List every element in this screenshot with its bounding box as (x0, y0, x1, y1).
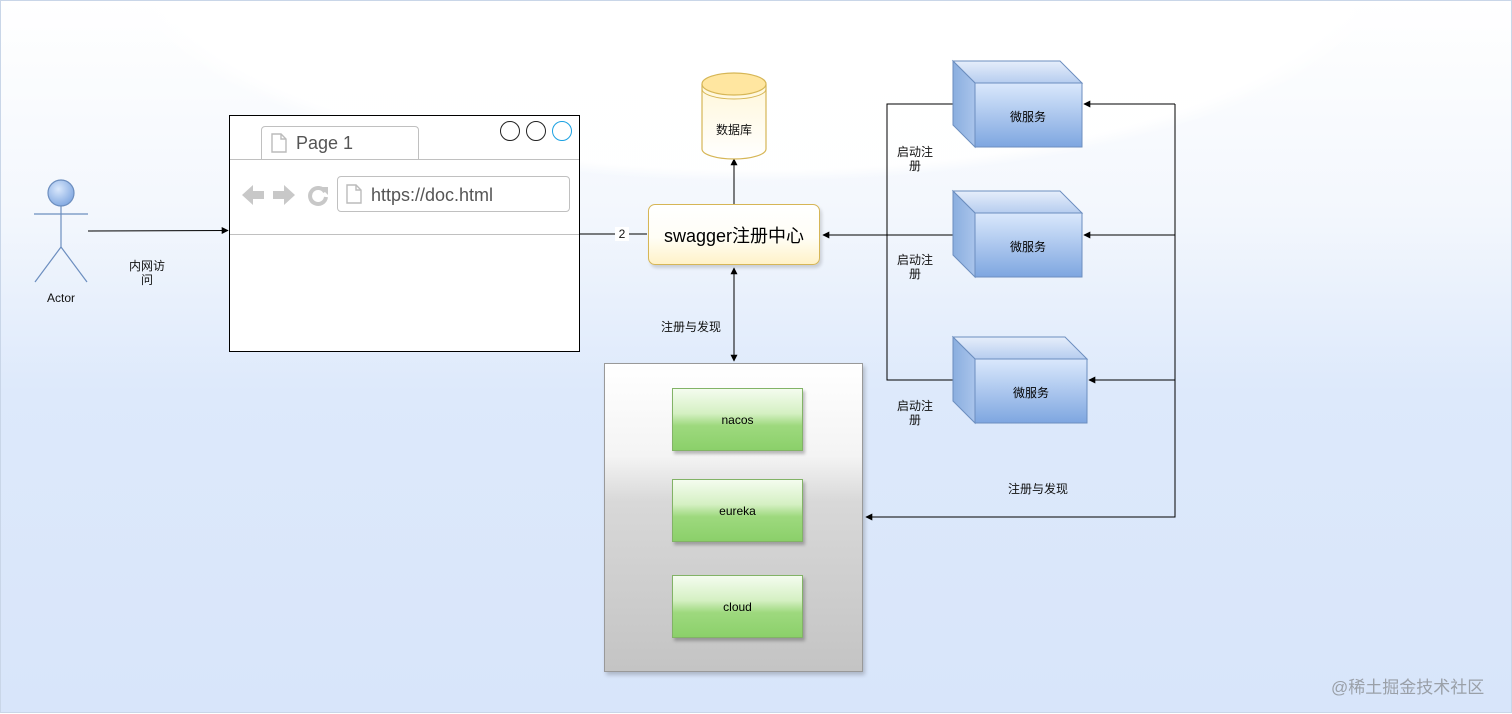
microservice-cube-3[interactable] (951, 335, 1089, 425)
database-cylinder[interactable] (701, 72, 767, 160)
browser-window[interactable]: Page 1 https://doc.html (229, 115, 580, 352)
browser-tab[interactable]: Page 1 (261, 126, 419, 160)
database-label: 数据库 (715, 123, 752, 137)
microservice-cube-2[interactable] (951, 189, 1084, 279)
registry-item-nacos[interactable]: nacos (672, 388, 803, 451)
registry-item-label: cloud (723, 599, 752, 614)
page-icon (271, 133, 287, 153)
address-bar-url: https://doc.html (371, 185, 494, 205)
edge-number-label: 2 (615, 227, 629, 241)
microservice-cube-1[interactable] (951, 59, 1084, 149)
startup-register-label-3: 启动注 册 (896, 399, 933, 427)
back-arrow-icon[interactable] (240, 182, 266, 208)
startup-register-label-1: 启动注 册 (896, 145, 933, 173)
window-circle-1[interactable] (500, 121, 520, 141)
actor-figure[interactable] (34, 179, 88, 283)
registry-item-eureka[interactable]: eureka (672, 479, 803, 542)
intranet-access-label: 内网访 问 (128, 259, 165, 287)
microservice-label-2: 微服务 (1009, 240, 1046, 254)
actor-label: Actor (46, 291, 75, 305)
swagger-registry-center[interactable]: swagger注册中心 (648, 204, 820, 265)
edge-registry-to-services (865, 100, 1176, 521)
browser-tab-label: Page 1 (296, 133, 354, 153)
watermark: @稀土掘金技术社区 (1331, 678, 1485, 697)
edge-services-to-swagger (822, 103, 953, 381)
window-circle-2[interactable] (526, 121, 546, 141)
tab-divider (230, 159, 579, 160)
registry-item-label: nacos (721, 412, 754, 427)
microservice-label-3: 微服务 (1012, 386, 1049, 400)
registry-item-label: eureka (719, 503, 756, 518)
forward-arrow-icon[interactable] (271, 182, 297, 208)
toolbar-divider (230, 234, 579, 235)
edge-actor-to-browser (87, 227, 229, 235)
register-discover-label-top: 注册与发现 (660, 320, 721, 334)
address-bar[interactable]: https://doc.html (337, 176, 570, 212)
startup-register-label-2: 启动注 册 (896, 253, 933, 281)
swagger-label: swagger注册中心 (663, 225, 805, 246)
register-discover-label-bottom: 注册与发现 (1007, 482, 1068, 496)
window-circle-3[interactable] (552, 121, 572, 141)
refresh-icon[interactable] (306, 183, 330, 207)
registry-container[interactable]: nacos eureka cloud (604, 363, 863, 672)
registry-item-cloud[interactable]: cloud (672, 575, 803, 638)
microservice-label-1: 微服务 (1009, 110, 1046, 124)
page-icon (346, 184, 362, 204)
